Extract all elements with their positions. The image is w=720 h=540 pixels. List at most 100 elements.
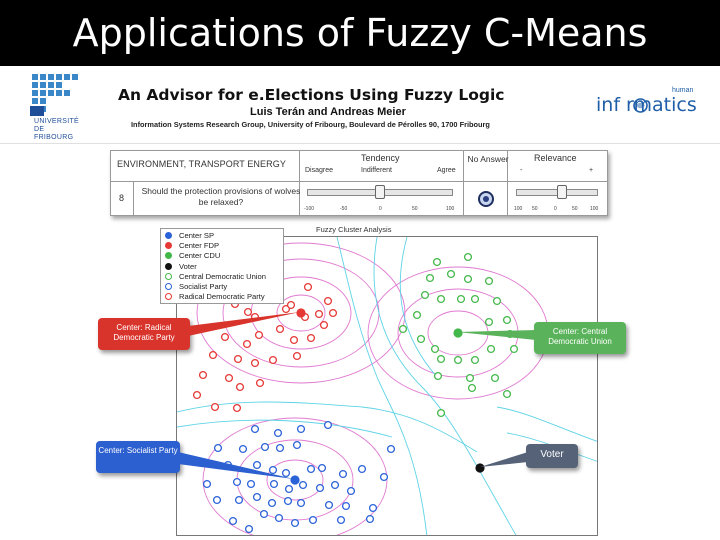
radical-party-point [243, 307, 253, 317]
socialist-party-point [296, 498, 306, 508]
paper-authors: Luis Terán and Andreas Meier [250, 106, 406, 118]
socialist-party-point [317, 463, 327, 473]
legend-label: Radical Democratic Party [179, 292, 265, 302]
socialist-party-point [308, 515, 318, 525]
radical-party-point [220, 332, 230, 342]
cdu-point [465, 373, 475, 383]
tendency-tick: 0 [379, 206, 382, 212]
cdu-point [420, 290, 430, 300]
center-sp-marker [290, 475, 300, 485]
callout-socialist-center: Center: Socialist Party [96, 441, 180, 473]
relevance-plus-label: + [589, 167, 594, 174]
university-logo: UNIVERSITÉ DE FRIBOURG [14, 72, 84, 141]
socialist-party-point [346, 486, 356, 496]
legend-marker-icon [165, 242, 172, 250]
cdu-point [398, 324, 408, 334]
socialist-party-point [324, 500, 334, 510]
cdu-point [502, 315, 512, 325]
radical-party-point [242, 339, 252, 349]
scale-label-agree: Agree [437, 167, 456, 174]
radical-party-point [328, 308, 338, 318]
socialist-party-point [232, 477, 242, 487]
radical-party-point [224, 373, 234, 383]
cdu-point [412, 310, 422, 320]
relevance-tick: 100 [514, 206, 523, 212]
socialist-party-point [281, 468, 291, 478]
radical-party-point [306, 333, 316, 343]
divider [111, 181, 607, 182]
socialist-party-point [273, 428, 283, 438]
cdu-point [505, 329, 515, 339]
tendency-tick: 100 [446, 206, 455, 212]
cdu-point [470, 294, 480, 304]
radical-party-point [268, 355, 278, 365]
relevance-slider-handle[interactable] [556, 185, 567, 199]
socialist-party-point [238, 444, 248, 454]
socialist-party-point [252, 492, 262, 502]
socialist-party-point [292, 440, 302, 450]
tendency-slider-handle[interactable] [375, 185, 385, 199]
callout-radical-center: Center: Radical Democratic Party [98, 318, 190, 350]
socialist-party-point [228, 516, 238, 526]
cdu-point [456, 294, 466, 304]
socialist-party-point [338, 469, 348, 479]
tendency-header: Tendency [361, 153, 400, 163]
socialist-party-point [323, 420, 333, 430]
callout-label: Center: Socialist Party [98, 446, 178, 455]
cdu-point [486, 344, 496, 354]
cdu-point [490, 373, 500, 383]
cdu-point [470, 355, 480, 365]
divider [507, 151, 508, 215]
legend-marker-icon [165, 232, 172, 239]
socialist-party-point [336, 515, 346, 525]
no-answer-radio[interactable] [478, 191, 494, 207]
socialist-party-point [341, 501, 351, 511]
socialist-party-point [250, 424, 260, 434]
paper-title: An Advisor for e.Elections Using Fuzzy L… [118, 86, 505, 104]
cdu-point [502, 389, 512, 399]
radical-party-point [303, 282, 313, 292]
radical-party-point [292, 351, 302, 361]
socialist-party-point [234, 495, 244, 505]
legend-label: Socialist Party [179, 282, 228, 291]
legend-label: Center CDU [179, 251, 221, 261]
radical-party-point [198, 370, 208, 380]
cdu-point [446, 269, 456, 279]
cdu-point [433, 371, 443, 381]
legend-marker-icon [165, 283, 172, 290]
legend-label: Central Democratic Union [179, 271, 266, 281]
legend-label: Center FDP [179, 241, 220, 251]
title-bar [0, 0, 720, 66]
socialist-party-point [315, 483, 325, 493]
relevance-header: Relevance [534, 153, 577, 163]
socialist-party-point [223, 460, 233, 470]
relevance-minus-label: - [520, 167, 523, 174]
radical-party-point [255, 378, 265, 388]
socialist-party-point [386, 444, 396, 454]
paper-header [0, 66, 720, 144]
relevance-tick: 50 [572, 206, 578, 212]
question-text: Should the protection provisions of wolv… [141, 186, 301, 207]
radical-party-point [232, 403, 242, 413]
radical-party-point [323, 296, 333, 306]
radical-party-point [192, 390, 202, 400]
informatics-logo-sup: human [672, 87, 694, 94]
cdu-point [436, 294, 446, 304]
cluster-centers [290, 308, 485, 485]
socialist-party-point [290, 518, 300, 528]
cdu-point [467, 383, 477, 393]
radical-party-point [250, 312, 260, 322]
socialist-party-point [296, 424, 306, 434]
cdu-point [463, 252, 473, 262]
socialist-party-point [269, 479, 279, 489]
socialist-party-point [365, 514, 375, 524]
socialist-party-point [202, 479, 212, 489]
radical-party-point [319, 320, 329, 330]
radical-party-point [286, 300, 296, 310]
cdu-point [492, 296, 502, 306]
socialist-party-point [246, 479, 256, 489]
callout-label: Center: Radical Democratic Party [113, 323, 175, 342]
voter-marker [475, 463, 485, 473]
cdu-point [436, 408, 446, 418]
